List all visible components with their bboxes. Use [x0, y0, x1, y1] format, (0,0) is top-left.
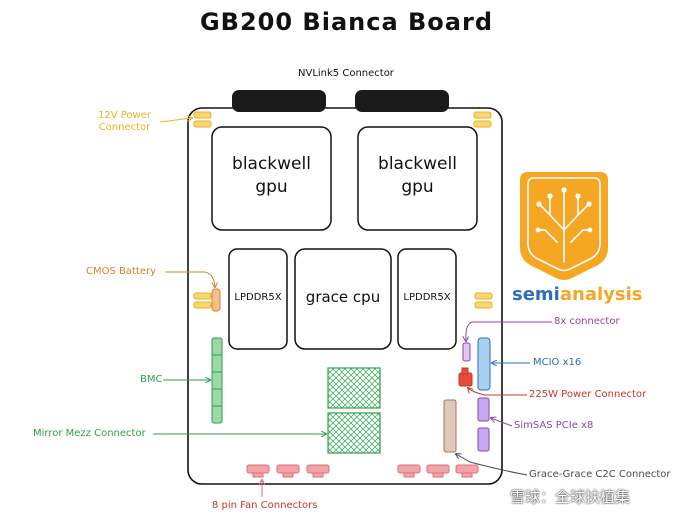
side-yellow-connector — [474, 301, 493, 309]
gpu-right-label: blackwell gpu — [378, 154, 457, 197]
side-yellow-connector — [193, 301, 212, 309]
side-yellow-connector — [193, 292, 212, 300]
page-title: GB200 Bianca Board — [199, 8, 493, 36]
side-yellow-connector — [474, 292, 493, 300]
lpddr-left-box — [228, 248, 288, 350]
power-225w-connector — [458, 372, 473, 387]
leader-225w — [468, 388, 527, 396]
leader-c2c — [456, 454, 528, 476]
gpu-left-box — [211, 126, 332, 231]
logo-wordmark: semianalysis — [512, 284, 642, 305]
leader-12v — [159, 118, 192, 123]
simsas-label: SimSAS PCIe x8 — [514, 420, 594, 431]
power-12v-connector — [473, 120, 492, 128]
c2c-connector — [443, 399, 457, 453]
simsas-connector-bottom — [477, 427, 490, 452]
power-12v-connector — [193, 111, 212, 119]
bmc-label: BMC — [140, 374, 163, 385]
semianalysis-logo — [520, 172, 608, 280]
leader-8x — [466, 321, 552, 341]
power-225w-label: 225W Power Connector — [529, 389, 647, 400]
mcio-label: MCIO x16 — [533, 357, 582, 368]
lpddr-right-box — [397, 248, 457, 350]
cmos-battery — [211, 288, 221, 312]
gpu-right-box — [357, 126, 478, 231]
nvlink-connector-left — [232, 90, 326, 112]
power-12v-connector — [193, 120, 212, 128]
leader-cmos — [165, 271, 215, 287]
simsas-connector-top — [477, 397, 490, 422]
watermark: 雪球：全球扶植集 — [510, 488, 631, 506]
gpu-left-label: blackwell gpu — [232, 154, 311, 197]
nvlink-label: NVLink5 Connector — [298, 68, 394, 79]
mirror-mezz-connector-top — [327, 367, 381, 409]
cpu-label: grace cpu — [305, 288, 381, 306]
leader-simsas — [491, 418, 513, 427]
lpddr-right-label: LPDDR5X — [403, 292, 451, 303]
power-12v-connector — [473, 111, 492, 119]
mirror-mezz-connector-bottom — [327, 412, 381, 454]
cmos-label: CMOS Battery — [86, 266, 157, 277]
bmc-chip — [211, 337, 223, 424]
logo-text-semi: semi — [512, 284, 560, 305]
board-outline — [187, 107, 503, 485]
lpddr-left-label: LPDDR5X — [234, 292, 282, 303]
c2c-label: Grace-Grace C2C Connector — [529, 469, 671, 480]
connector-8x-label: 8x connector — [554, 316, 620, 327]
cpu-box — [294, 248, 392, 350]
fan-label: 8 pin Fan Connectors — [212, 500, 318, 511]
logo-text-analysis: analysis — [559, 284, 643, 305]
mirror-label: Mirror Mezz Connector — [33, 428, 146, 439]
mcio-connector — [477, 337, 491, 391]
nvlink-connector-right — [355, 90, 449, 112]
fan-connectors — [246, 464, 479, 478]
power-12v-label: 12V Power Connector — [98, 110, 151, 133]
connector-8x — [462, 342, 471, 362]
